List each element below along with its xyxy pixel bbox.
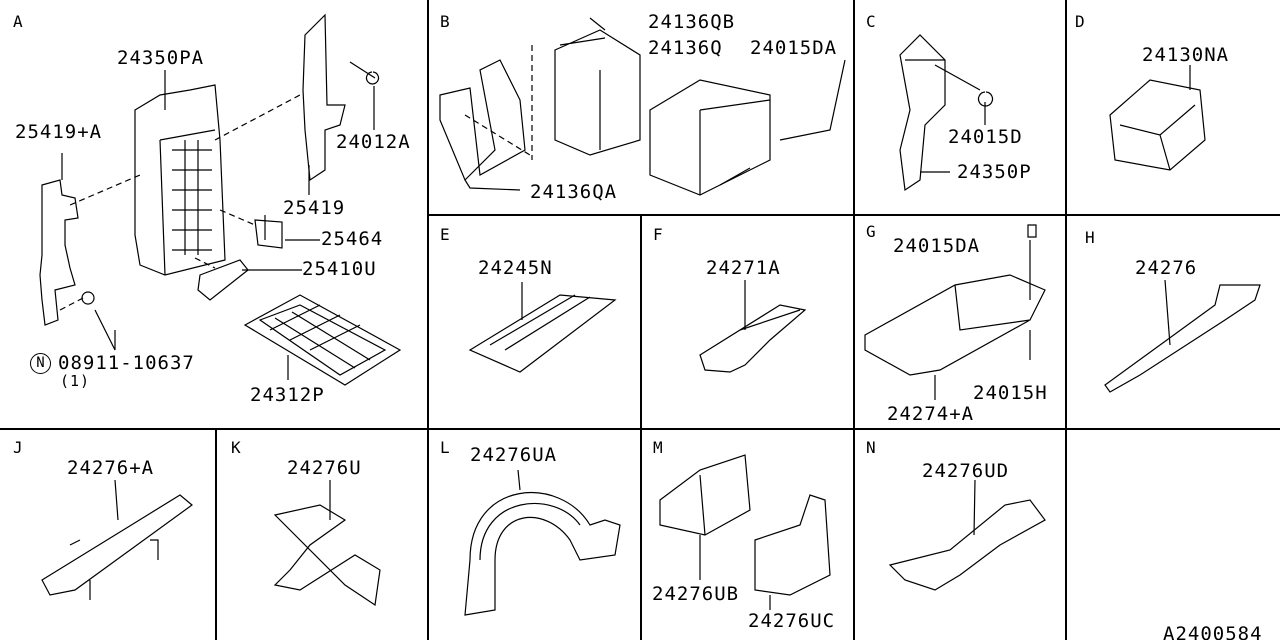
fuse-block-drawing (134, 84, 226, 276)
section-letter-h: H (1085, 228, 1095, 247)
part-label: 24276UB (652, 583, 740, 605)
part-label: 25419 (283, 197, 346, 219)
grid-line (640, 214, 642, 640)
section-letter-d: D (1075, 12, 1085, 31)
bracket-25419-drawing (302, 13, 346, 182)
section-letter-a: A (13, 12, 23, 31)
part-label: 24312P (250, 384, 325, 406)
grid-line (215, 428, 217, 640)
bracket-25419a-drawing (39, 179, 79, 326)
part-label: 24274+A (887, 403, 975, 425)
note-n-symbol: N (30, 353, 51, 374)
section-letter-f: F (653, 225, 663, 244)
part-label: 24276U (287, 457, 362, 479)
part-label: 24276UA (470, 444, 558, 466)
part-label: 24276+A (67, 457, 155, 479)
part-label: 24245N (478, 257, 553, 279)
section-letter-n: N (866, 438, 876, 457)
part-label: 24012A (336, 131, 411, 153)
section-letter-l: L (440, 438, 450, 457)
part-label: 08911-10637 (58, 352, 195, 374)
section-letter-k: K (231, 438, 241, 457)
part-label: 24276 (1135, 257, 1198, 279)
part-label: 24276UD (922, 460, 1010, 482)
part-label: 24350PA (117, 47, 205, 69)
part-label: 25410U (302, 258, 377, 280)
part-quantity: (1) (60, 372, 91, 390)
section-letter-m: M (653, 438, 663, 457)
grid-line (1065, 0, 1067, 640)
grid-line (853, 0, 855, 640)
grid-line (427, 0, 429, 640)
part-label: 25464 (321, 228, 384, 250)
part-label: 24130NA (1142, 44, 1230, 66)
part-label: 24015DA (893, 235, 981, 257)
part-label: 24015D (948, 126, 1023, 148)
mat-24312p-drawing (243, 294, 402, 386)
part-label: 24136QA (530, 181, 618, 203)
section-letter-j: J (13, 438, 23, 457)
part-label: 24015DA (750, 37, 838, 59)
part-label: 25419+A (15, 121, 103, 143)
part-label: 24136Q (648, 37, 723, 59)
part-label: 24015H (973, 382, 1048, 404)
section-letter-g: G (866, 222, 876, 241)
section-letter-b: B (440, 12, 450, 31)
part-label: 24136QB (648, 11, 736, 33)
part-label: 24350P (957, 161, 1032, 183)
diagram-id: A2400584 (1163, 623, 1263, 640)
section-letter-e: E (440, 225, 450, 244)
section-letter-c: C (866, 12, 876, 31)
part-label: 24276UC (748, 610, 836, 632)
part-label: 24271A (706, 257, 781, 279)
